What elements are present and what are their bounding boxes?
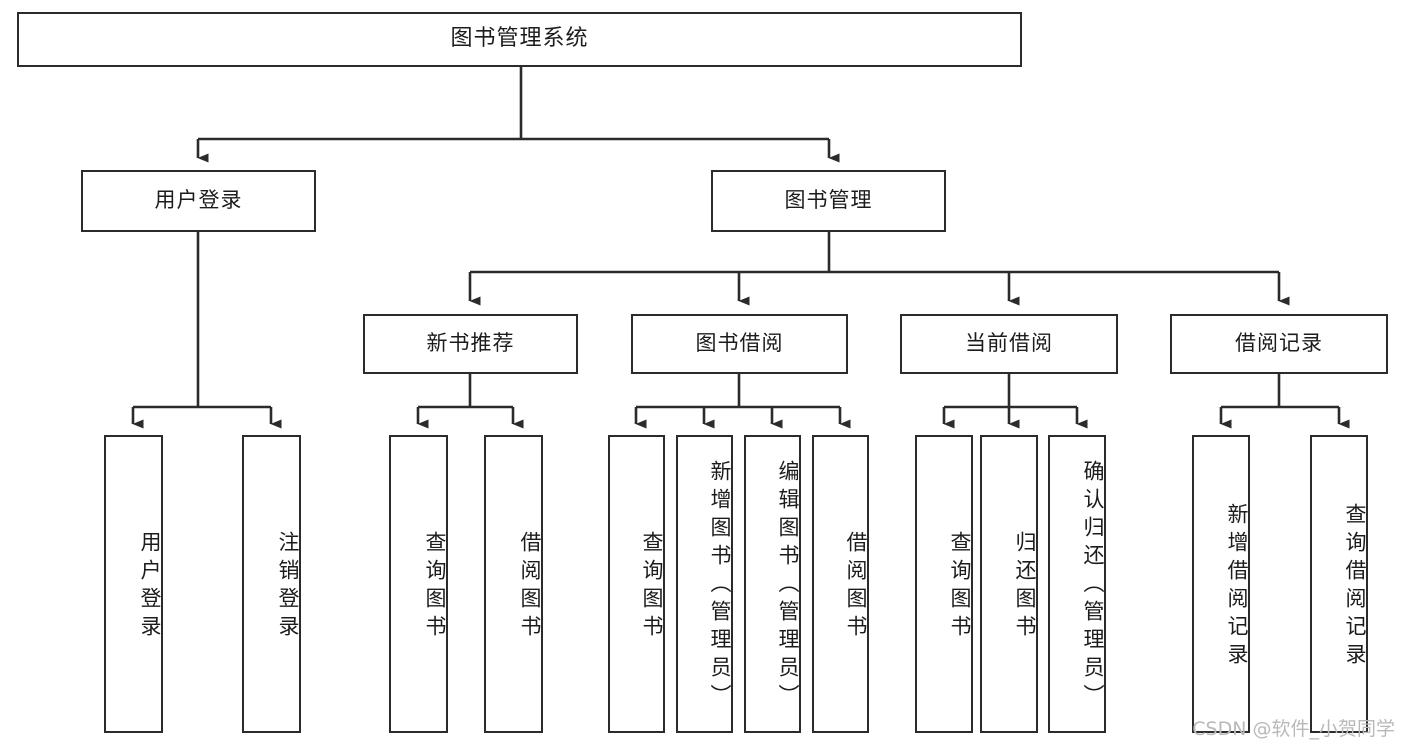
node-label: 确认归还（管理员） xyxy=(1081,460,1105,712)
node-label: 图书借阅 xyxy=(695,331,784,356)
node-label: 注销登录 xyxy=(276,531,300,643)
node-new-book-recommend[interactable]: 新书推荐 xyxy=(363,314,578,374)
leaf-query-book-recommend[interactable]: 查询图书 xyxy=(389,435,448,733)
node-label: 借阅记录 xyxy=(1235,331,1323,356)
leaf-borrow-book-recommend[interactable]: 借阅图书 xyxy=(484,435,543,733)
node-user-login[interactable]: 用户登录 xyxy=(81,170,316,232)
node-label: 新增借阅记录 xyxy=(1225,503,1249,671)
node-label: 图书管理 xyxy=(784,188,873,213)
node-label: 归还图书 xyxy=(1013,531,1037,643)
leaf-borrow-book[interactable]: 借阅图书 xyxy=(812,435,869,733)
leaf-add-borrow-record[interactable]: 新增借阅记录 xyxy=(1192,435,1250,733)
leaf-add-book-admin[interactable]: 新增图书（管理员） xyxy=(676,435,733,733)
node-label: 借阅图书 xyxy=(518,531,542,643)
leaf-return-book[interactable]: 归还图书 xyxy=(980,435,1038,733)
leaf-confirm-return-admin[interactable]: 确认归还（管理员） xyxy=(1048,435,1106,733)
node-label: 查询图书 xyxy=(948,531,972,643)
node-label: 查询借阅记录 xyxy=(1343,503,1367,671)
node-label: 图书管理系统 xyxy=(450,26,589,52)
node-label: 编辑图书（管理员） xyxy=(776,460,800,712)
node-root-book-management-system[interactable]: 图书管理系统 xyxy=(17,12,1022,67)
node-book-borrow[interactable]: 图书借阅 xyxy=(631,314,848,374)
leaf-user-login[interactable]: 用户登录 xyxy=(104,435,163,733)
leaf-edit-book-admin[interactable]: 编辑图书（管理员） xyxy=(744,435,801,733)
node-label: 用户登录 xyxy=(138,531,162,643)
node-label: 新书推荐 xyxy=(426,331,515,356)
node-label: 查询图书 xyxy=(640,531,664,643)
leaf-query-book-current[interactable]: 查询图书 xyxy=(915,435,973,733)
node-label: 借阅图书 xyxy=(844,531,868,643)
node-label: 新增图书（管理员） xyxy=(708,460,732,712)
watermark: CSDN @软件_小贺同学 xyxy=(1192,718,1395,740)
node-current-borrow[interactable]: 当前借阅 xyxy=(900,314,1118,374)
leaf-query-book-borrow[interactable]: 查询图书 xyxy=(608,435,665,733)
node-label: 当前借阅 xyxy=(965,331,1053,356)
node-book-management[interactable]: 图书管理 xyxy=(711,170,946,232)
leaf-query-borrow-record[interactable]: 查询借阅记录 xyxy=(1310,435,1368,733)
node-borrow-record[interactable]: 借阅记录 xyxy=(1170,314,1388,374)
leaf-logout[interactable]: 注销登录 xyxy=(242,435,301,733)
node-label: 查询图书 xyxy=(423,531,447,643)
node-label: 用户登录 xyxy=(154,188,243,213)
